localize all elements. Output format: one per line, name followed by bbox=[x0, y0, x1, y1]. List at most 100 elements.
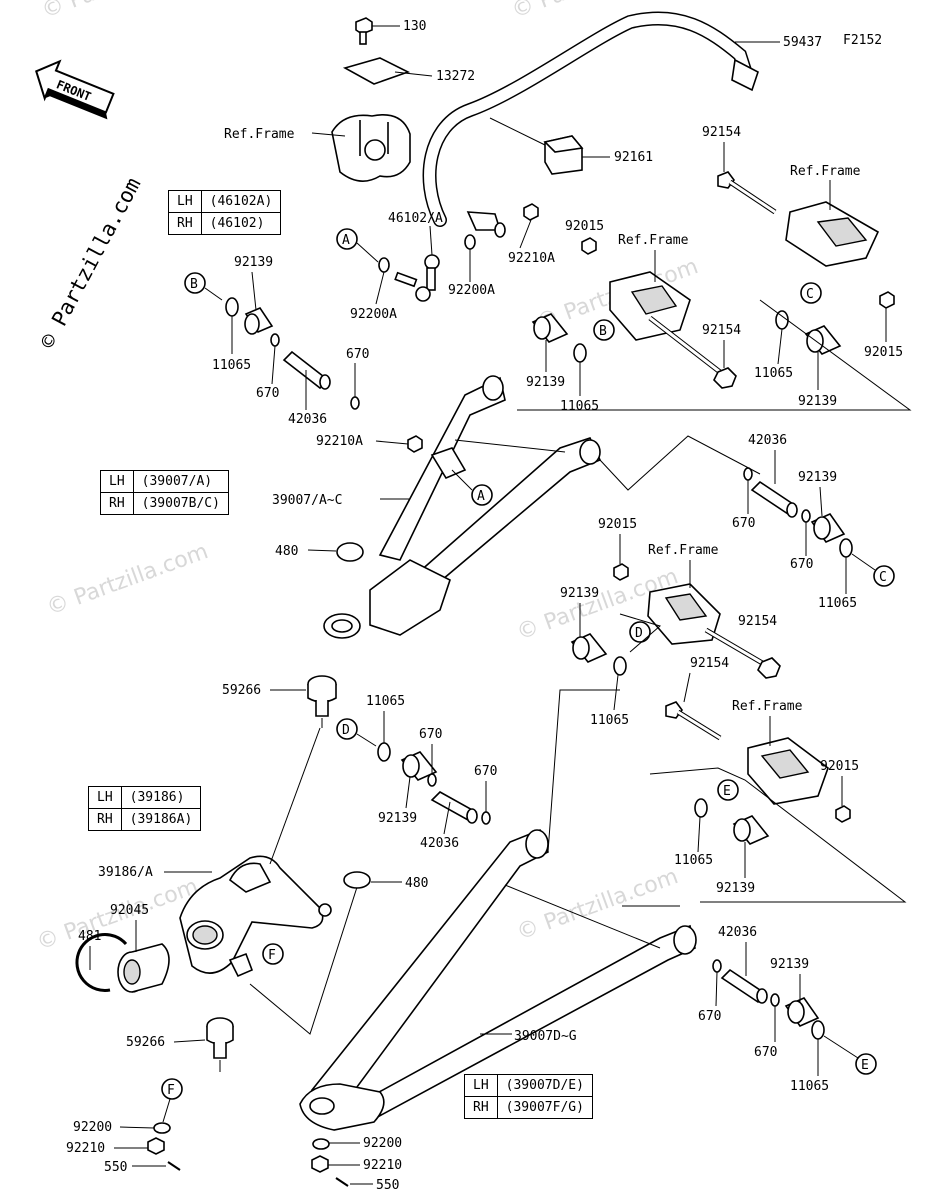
washer-11065 bbox=[839, 538, 853, 558]
washer-92200a bbox=[464, 234, 476, 250]
ref-frame-label: Ref.Frame bbox=[224, 127, 295, 142]
label-92154: 92154 bbox=[702, 125, 741, 140]
oring-670 bbox=[712, 959, 722, 973]
callout-b bbox=[184, 272, 206, 294]
label-42036: 42036 bbox=[288, 412, 327, 427]
nut-92015 bbox=[581, 237, 597, 255]
label-92210: 92210 bbox=[363, 1158, 402, 1173]
figure-code: F2152 bbox=[843, 33, 882, 48]
label-39007-d-g: 39007D~G bbox=[514, 1029, 577, 1044]
label-11065: 11065 bbox=[790, 1079, 829, 1094]
ref-frame-label: Ref.Frame bbox=[648, 543, 719, 558]
bushing-92139 bbox=[732, 815, 770, 845]
label-550: 550 bbox=[376, 1178, 399, 1193]
callout-a-letter: A bbox=[477, 489, 485, 504]
callout-a-letter: A bbox=[342, 233, 350, 248]
watermark: © Partzilla.com bbox=[39, 0, 207, 24]
label-11065: 11065 bbox=[560, 399, 599, 414]
label-11065: 11065 bbox=[818, 596, 857, 611]
bolt-92154 bbox=[704, 627, 781, 679]
label-92200: 92200 bbox=[73, 1120, 112, 1135]
label-92139: 92139 bbox=[378, 811, 417, 826]
circlip-480 bbox=[343, 871, 371, 889]
table-cell: LH bbox=[88, 786, 122, 809]
washer-92200 bbox=[153, 1122, 171, 1134]
callout-c-letter: C bbox=[806, 287, 814, 302]
callout-c-letter: C bbox=[879, 570, 887, 585]
nut-92210 bbox=[147, 1137, 165, 1155]
label-92015: 92015 bbox=[598, 517, 637, 532]
ball-joint-59266 bbox=[206, 1017, 234, 1059]
label-92139: 92139 bbox=[560, 586, 599, 601]
callout-f-letter: F bbox=[167, 1083, 175, 1098]
table-cell: (39186A) bbox=[120, 808, 202, 831]
label-670: 670 bbox=[790, 557, 813, 572]
bushing-92139 bbox=[810, 513, 846, 543]
oring-670 bbox=[350, 396, 360, 410]
label-670: 670 bbox=[419, 727, 442, 742]
callout-a bbox=[336, 228, 358, 250]
callout-f bbox=[161, 1078, 183, 1100]
callout-f bbox=[262, 943, 284, 965]
nut-92015 bbox=[613, 563, 629, 581]
table-cell: RH bbox=[100, 492, 134, 515]
label-92139: 92139 bbox=[716, 881, 755, 896]
washer-11065 bbox=[811, 1020, 825, 1040]
frame-bracket bbox=[647, 583, 721, 645]
oring-670 bbox=[770, 993, 780, 1007]
collar-42036 bbox=[282, 350, 331, 390]
label-92015: 92015 bbox=[820, 759, 859, 774]
cotter-pin-550 bbox=[167, 1161, 181, 1171]
label-92015: 92015 bbox=[864, 345, 903, 360]
washer-11065 bbox=[613, 656, 627, 676]
frame-bracket bbox=[609, 271, 691, 341]
label-92045: 92045 bbox=[110, 903, 149, 918]
oring-670 bbox=[743, 467, 753, 481]
frame-clamp bbox=[331, 114, 411, 182]
label-92200: 92200 bbox=[363, 1136, 402, 1151]
label-92015: 92015 bbox=[565, 219, 604, 234]
callout-e-letter: E bbox=[723, 784, 731, 799]
label-11065: 11065 bbox=[366, 694, 405, 709]
table-cell: LH bbox=[100, 470, 134, 493]
nut-92015 bbox=[835, 805, 851, 823]
callout-c bbox=[873, 565, 895, 587]
callout-b bbox=[593, 319, 615, 341]
link-46102 bbox=[394, 254, 440, 302]
table-cell: RH bbox=[168, 212, 202, 235]
circlip-480 bbox=[336, 542, 364, 562]
label-92210: 92210 bbox=[66, 1141, 105, 1156]
callout-a bbox=[471, 484, 493, 506]
bracket-13272 bbox=[342, 57, 411, 85]
front-arrow-icon: FRONT bbox=[35, 59, 115, 120]
oring-670 bbox=[427, 773, 437, 787]
label-92154: 92154 bbox=[702, 323, 741, 338]
cotter-pin-550 bbox=[335, 1177, 349, 1187]
label-480: 480 bbox=[405, 876, 428, 891]
label-39007-a-c: 39007/A~C bbox=[272, 493, 342, 508]
table-cell: (46102A) bbox=[200, 190, 282, 213]
variant-table-39007-upper: LH(39007/A) RH(39007B/C) bbox=[100, 470, 229, 515]
watermark: © Partzilla.com bbox=[44, 539, 212, 621]
circlip-481 bbox=[75, 933, 128, 992]
watermark: © Partzilla.com bbox=[514, 864, 682, 946]
label-39186: 39186/A bbox=[98, 865, 153, 880]
callout-d bbox=[336, 718, 358, 740]
label-670: 670 bbox=[732, 516, 755, 531]
label-92161: 92161 bbox=[614, 150, 653, 165]
washer-11065 bbox=[573, 343, 587, 363]
callout-e bbox=[717, 779, 739, 801]
callout-e bbox=[855, 1053, 877, 1075]
label-92139: 92139 bbox=[234, 255, 273, 270]
label-59266: 59266 bbox=[126, 1035, 165, 1050]
bolt-130 bbox=[355, 17, 373, 45]
label-92139: 92139 bbox=[770, 957, 809, 972]
nut-92015 bbox=[879, 291, 895, 309]
table-cell: (39007D/E) bbox=[496, 1074, 593, 1097]
ball-joint-59266 bbox=[307, 675, 337, 717]
label-670: 670 bbox=[474, 764, 497, 779]
label-92210a-mid: 92210A bbox=[316, 434, 363, 449]
bushing-92139 bbox=[784, 997, 820, 1027]
